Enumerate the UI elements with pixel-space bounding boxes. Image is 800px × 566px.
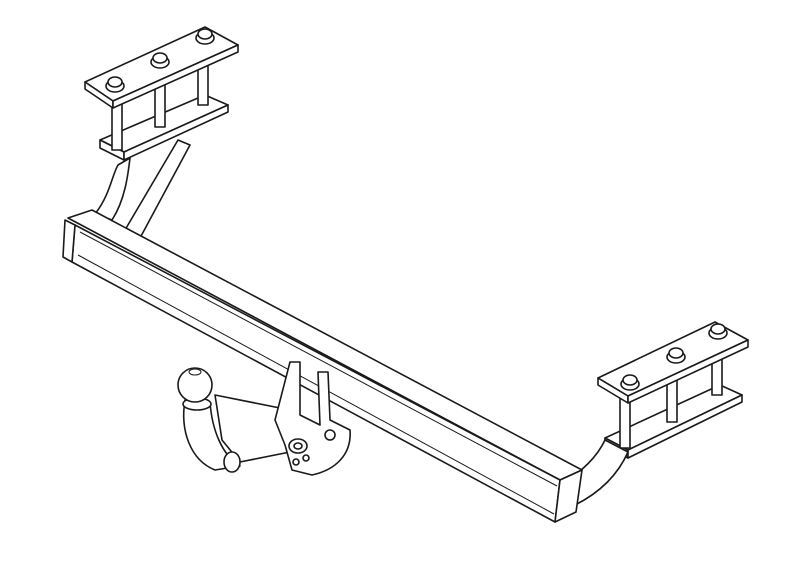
bolt-icon [666,347,686,364]
bolt-icon [620,374,640,391]
bolt-icon [708,323,728,340]
left-clamp-plates [84,26,239,161]
bolt-icon [195,28,215,45]
right-clamp-plates [597,321,749,459]
crossbar [62,209,583,523]
bolt-icon [150,52,170,69]
ball-neck-bracket [214,361,351,476]
bolt-icon [105,76,125,93]
tow-ball [177,367,241,473]
